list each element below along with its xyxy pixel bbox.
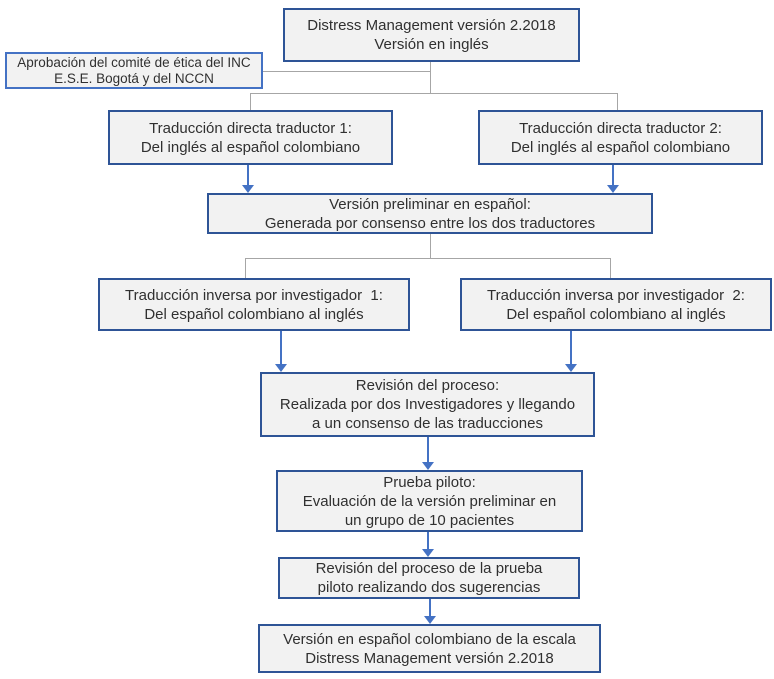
flowchart-box-reverse-translation-2: Traducción inversa por investigador 2: D… [460,278,772,331]
box-text-line: Del inglés al español colombiano [140,138,361,156]
arrowhead-final-icon [424,616,436,624]
arrow-pilotreview-to-final [429,599,431,616]
box-text-line: E.S.E. Bogotá y del NCCN [54,70,214,86]
box-text-line: Traducción inversa por investigador 1: [125,286,383,304]
box-text-line: Aprobación del comité de ética del INC [17,54,251,70]
box-text-line: Realizada por dos Investigadores y llega… [279,396,576,413]
connector-split-bar-2 [245,258,611,259]
box-text-line: Revisión del proceso: [355,377,500,394]
box-text-line: Revisión del proceso de la prueba [315,560,543,577]
flowchart-box-reverse-translation-1: Traducción inversa por investigador 1: D… [98,278,410,331]
box-text-line: un grupo de 10 pacientes [344,511,515,529]
arrowhead-reverse2-icon [565,364,577,372]
arrow-reverse1-to-review [280,331,282,364]
box-text-line: Versión en inglés [374,36,489,53]
arrow-review-to-pilot [427,437,429,462]
arrowhead-direct2-icon [607,185,619,193]
flowchart-box-source-version: Distress Management versión 2.2018 Versi… [283,8,580,62]
arrow-reverse2-to-review [570,331,572,364]
box-text-line: Prueba piloto: [383,473,476,491]
connector-stub-reverse-2 [610,258,611,278]
connector-ethics-link [263,71,430,72]
arrow-direct1-to-preliminary [247,165,249,186]
box-text-line: piloto realizando dos sugerencias [317,579,541,596]
connector-stub-reverse-1 [245,258,246,278]
box-text-line: Evaluación de la versión preliminar en [302,492,557,510]
box-text-line: Traducción directa traductor 1: [149,119,352,137]
box-text-line: Versión preliminar en español: [329,195,531,213]
arrowhead-reverse1-icon [275,364,287,372]
flowchart-box-preliminary-version: Versión preliminar en español: Generada … [207,193,653,234]
arrow-pilot-to-pilotreview [427,532,429,549]
connector-stub-direct-2 [617,93,618,110]
box-text-line: a un consenso de las traducciones [312,415,543,432]
box-text-line: Distress Management versión 2.2018 [305,649,554,667]
flowchart-box-pilot-review: Revisión del proceso de la prueba piloto… [278,557,580,599]
flowchart-box-process-review: Revisión del proceso: Realizada por dos … [260,372,595,437]
flowchart-box-final-version: Versión en español colombiano de la esca… [258,624,601,673]
flowchart-box-direct-translation-1: Traducción directa traductor 1: Del ingl… [108,110,393,165]
box-text-line: Distress Management versión 2.2018 [307,17,556,34]
box-text-line: Del español colombiano al inglés [144,305,364,323]
flowchart-box-ethics-approval: Aprobación del comité de ética del INC E… [5,52,263,89]
box-text-line: Generada por consenso entre los dos trad… [264,214,596,232]
arrowhead-pilot-icon [422,462,434,470]
box-text-line: Del español colombiano al inglés [506,305,726,323]
box-text-line: Versión en español colombiano de la esca… [283,630,576,648]
connector-stub-direct-1 [250,93,251,110]
connector-trunk-mid [430,234,431,258]
connector-split-bar-1 [250,93,618,94]
box-text-line: Del inglés al español colombiano [510,138,731,156]
arrowhead-direct1-icon [242,185,254,193]
box-text-line: Traducción directa traductor 2: [519,119,722,137]
box-text-line: Traducción inversa por investigador 2: [487,286,745,304]
arrow-direct2-to-preliminary [612,165,614,186]
connector-trunk-top [430,62,431,93]
flowchart-box-direct-translation-2: Traducción directa traductor 2: Del ingl… [478,110,763,165]
flowchart-box-pilot-test: Prueba piloto: Evaluación de la versión … [276,470,583,532]
arrowhead-pilotreview-icon [422,549,434,557]
